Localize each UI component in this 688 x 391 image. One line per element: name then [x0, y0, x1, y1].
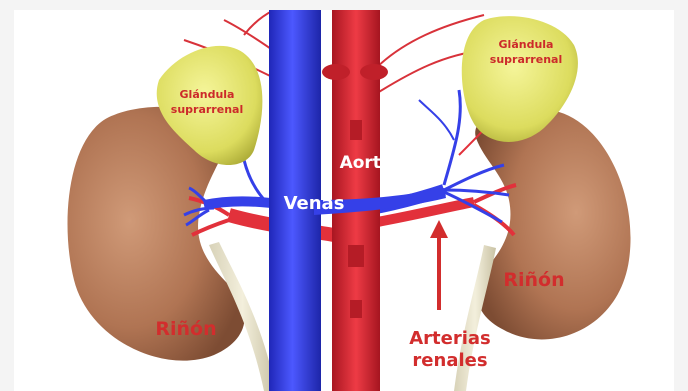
- label-gland-right-2: suprarrenal: [490, 53, 562, 66]
- anatomy-illustration: Glándula suprarrenal Glándula suprarrena…: [14, 10, 674, 391]
- label-gland-left-2: suprarrenal: [171, 103, 243, 116]
- kidney-anatomy-svg: Glándula suprarrenal Glándula suprarrena…: [14, 10, 674, 391]
- label-arterias-2: renales: [412, 350, 487, 371]
- label-gland-right-1: Glándula: [499, 38, 554, 51]
- label-kidney-right: Riñón: [503, 269, 564, 291]
- label-aorta: Aorta: [340, 153, 393, 173]
- label-gland-left-1: Glándula: [180, 88, 235, 101]
- label-venas: Venas: [284, 193, 345, 214]
- label-kidney-left: Riñón: [155, 318, 216, 340]
- label-arterias-1: Arterias: [409, 328, 491, 349]
